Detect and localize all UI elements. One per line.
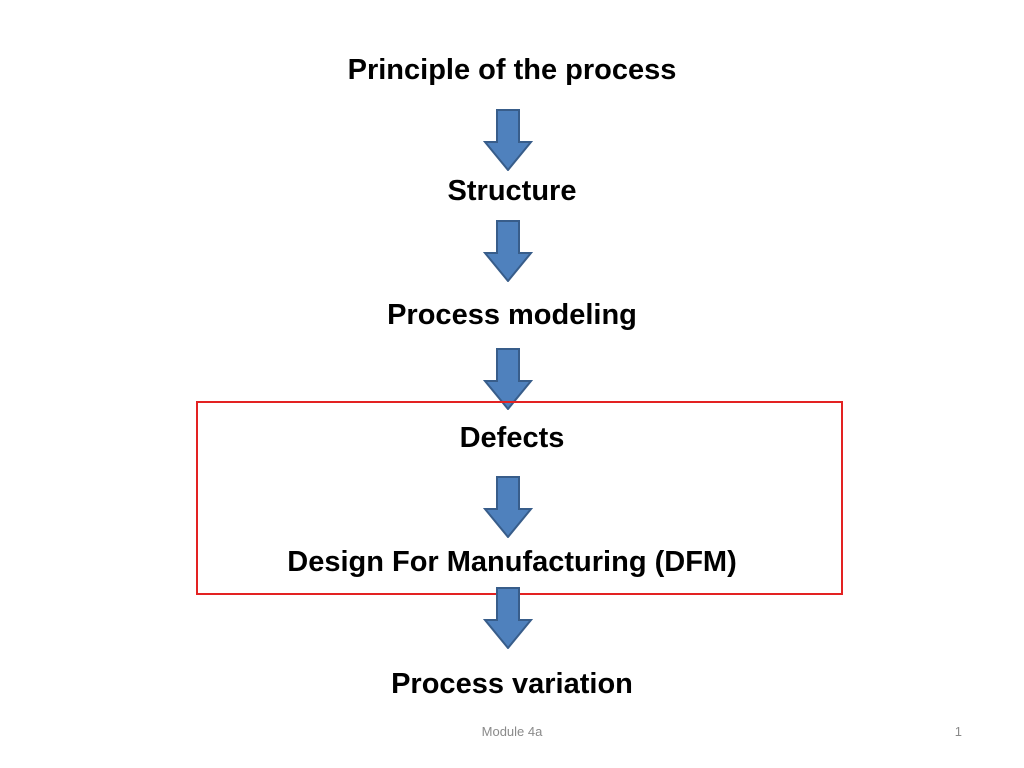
step-process-modeling: Process modeling — [387, 299, 637, 331]
slide-number: 1 — [954, 724, 962, 739]
down-arrow-icon — [483, 220, 533, 282]
footer-module-label: Module 4a — [481, 724, 543, 739]
down-arrow-icon — [483, 348, 533, 410]
step-process-variation: Process variation — [391, 668, 633, 700]
step-defects: Defects — [459, 422, 565, 454]
step-structure: Structure — [447, 175, 577, 207]
down-arrow-icon — [483, 109, 533, 171]
down-arrow-icon — [483, 587, 533, 649]
down-arrow-icon — [483, 476, 533, 538]
step-principle-of-the-process: Principle of the process — [347, 54, 677, 86]
step-design-for-manufacturing: Design For Manufacturing (DFM) — [287, 546, 737, 578]
